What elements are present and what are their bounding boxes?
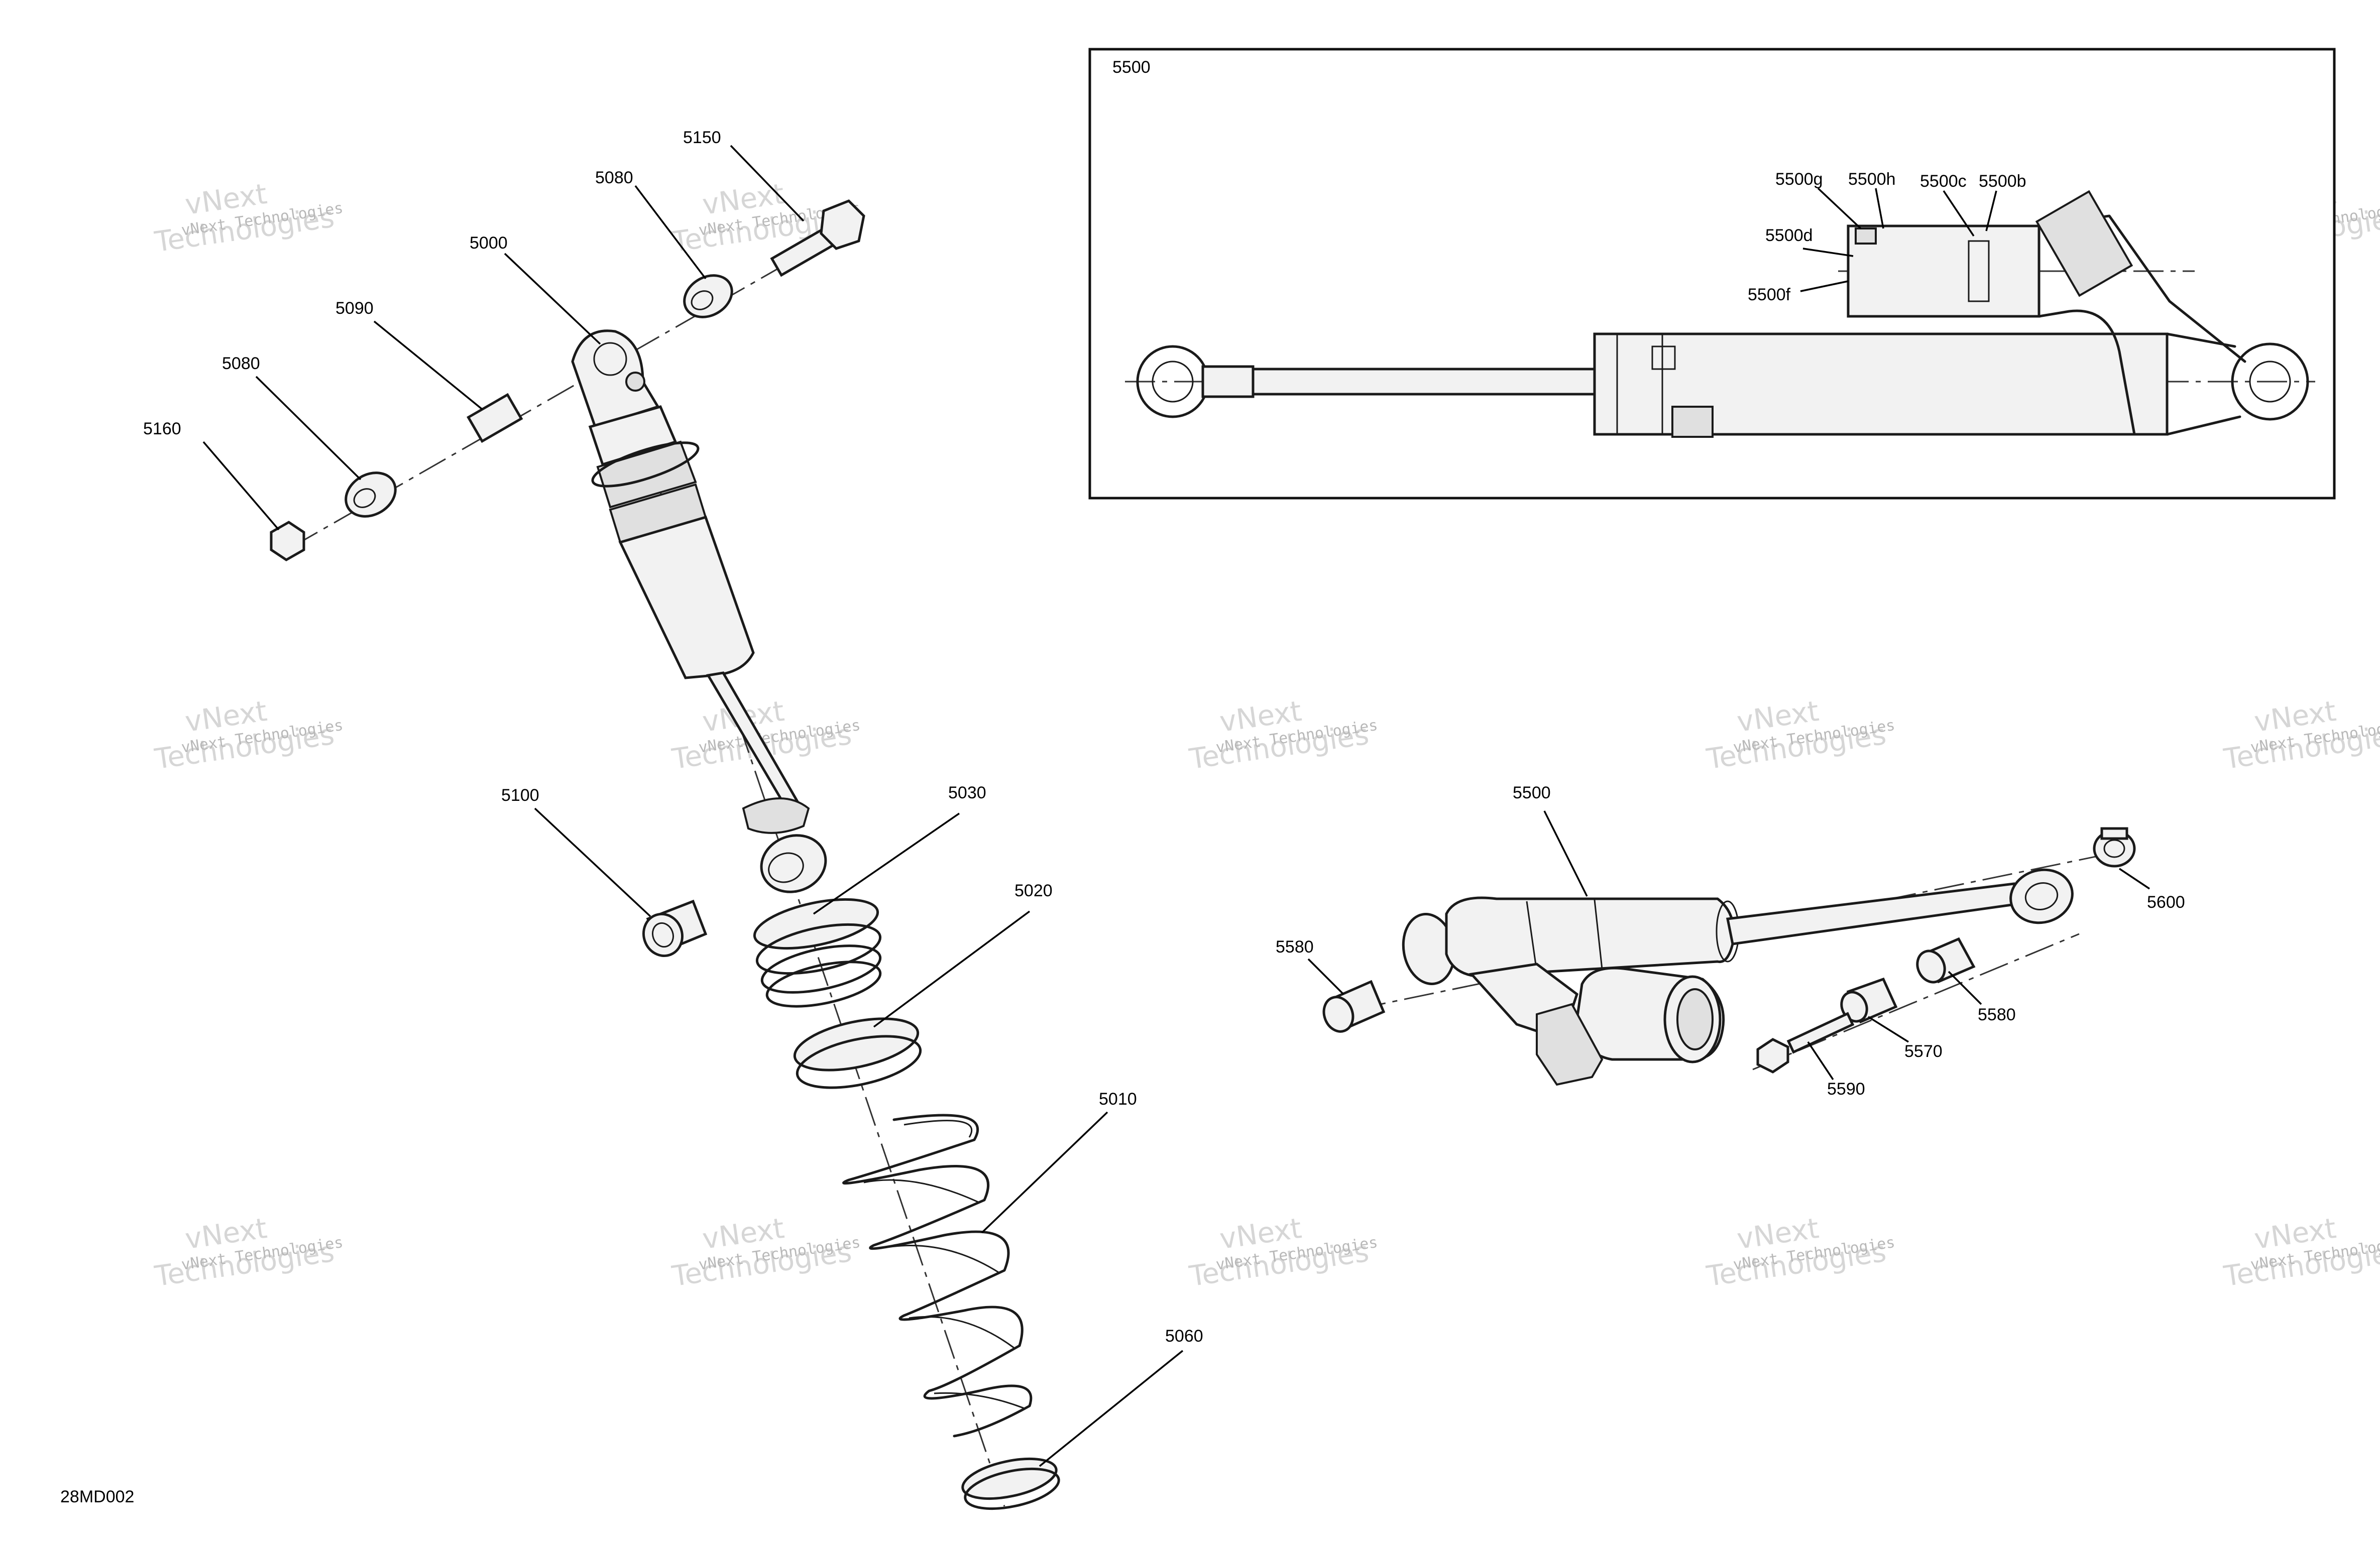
inset-label-5500g: 5500g [1775, 170, 1823, 189]
figure-code: 28MD002 [60, 1487, 134, 1506]
left-shock-assembly [270, 199, 1060, 1510]
inset-title-label: 5500 [1112, 58, 1151, 77]
part-5010-coil-spring [842, 1114, 1033, 1438]
label-5600: 5600 [2147, 893, 2185, 912]
part-5580-bushing-left [1322, 980, 1386, 1033]
label-5090: 5090 [335, 299, 374, 318]
label-5580-right: 5580 [1978, 1005, 2016, 1024]
inset-panel [1088, 48, 2336, 500]
label-5580-left: 5580 [1276, 937, 1314, 957]
part-5600-bushing [2093, 827, 2136, 868]
label-5150: 5150 [683, 128, 721, 147]
part-5500-shock-absorber [1402, 868, 2074, 1086]
inset-body-eyelet [2231, 342, 2309, 421]
part-5160-nut [270, 521, 305, 561]
inset-shaft [1252, 368, 1596, 396]
inset-rod-end [1201, 365, 1255, 398]
inset-label-5500h: 5500h [1848, 170, 1896, 189]
label-5000: 5000 [470, 233, 508, 253]
part-labels: 5150 5080 5000 5090 5080 5160 5100 5030 … [60, 58, 2185, 1506]
label-5010: 5010 [1099, 1090, 1137, 1109]
inset-reservoir [1847, 224, 2041, 318]
part-5580-bushing-right [1916, 937, 1976, 984]
label-5160: 5160 [143, 419, 181, 438]
part-5100-bushing [642, 899, 708, 958]
part-5030-spring-retainer [753, 898, 882, 1008]
label-5570: 5570 [1904, 1042, 1943, 1061]
label-5080-lower: 5080 [222, 354, 260, 373]
inset-label-5500c: 5500c [1920, 172, 1967, 191]
label-5500: 5500 [1513, 783, 1551, 802]
part-5590-bolt [1756, 1012, 1855, 1074]
label-5080-upper: 5080 [595, 168, 633, 187]
label-5100: 5100 [501, 786, 539, 805]
part-5150-bolt [770, 199, 865, 277]
inset-label-5500b: 5500b [1979, 172, 2026, 191]
right-shock-assembly [1322, 827, 2136, 1086]
label-5590: 5590 [1827, 1080, 1865, 1099]
part-5060-lower-retainer [961, 1457, 1060, 1510]
label-5020: 5020 [1014, 881, 1053, 900]
label-5030: 5030 [948, 783, 986, 802]
part-5090-spacer [467, 393, 523, 443]
part-5080-lower-bushing [345, 471, 397, 518]
part-5080-upper-bushing [683, 274, 733, 318]
inset-label-5500f: 5500f [1748, 285, 1791, 304]
part-5000-shock-body [571, 329, 827, 893]
inset-label-5500d: 5500d [1765, 226, 1813, 245]
leader-lines [202, 145, 2150, 1467]
inset-adjuster [2035, 190, 2133, 297]
part-5020-spring-seat [793, 1017, 922, 1089]
label-5060: 5060 [1165, 1327, 1203, 1346]
